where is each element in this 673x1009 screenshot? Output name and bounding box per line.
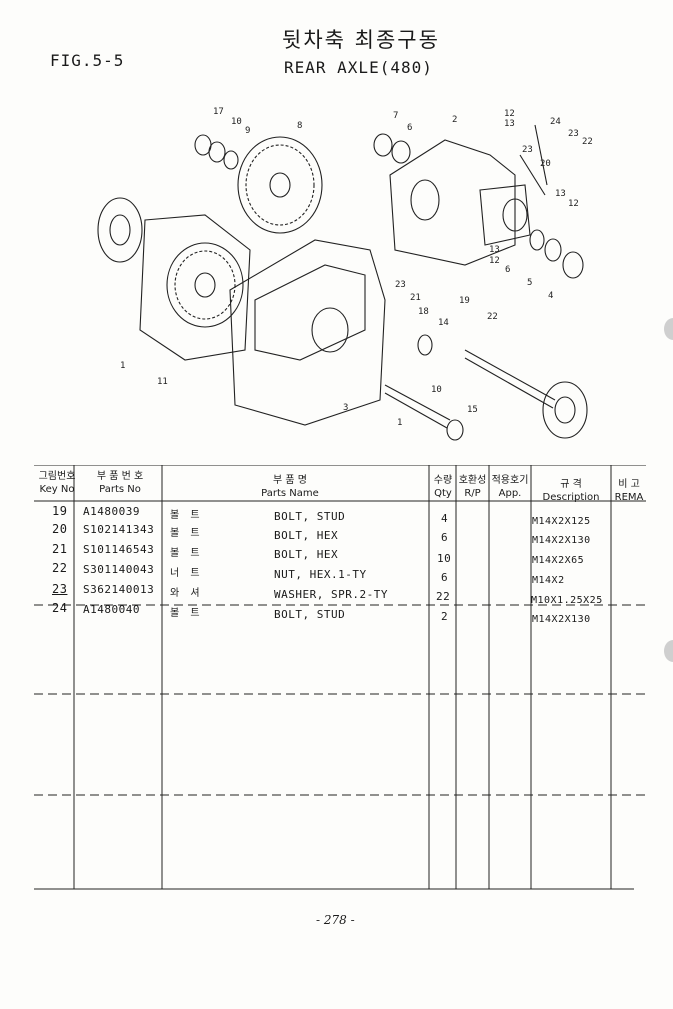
quantity: 4 [441, 512, 449, 525]
part-number: A1480039 [83, 505, 140, 518]
svg-text:3: 3 [343, 403, 348, 413]
punch-hole [664, 318, 673, 340]
part-name: WASHER, SPR.2-TY [274, 588, 388, 601]
part-number: S362140013 [83, 583, 155, 596]
key-no: 24 [52, 601, 68, 615]
korean-name: 볼 트 [170, 510, 204, 521]
description: M14X2X125 [532, 516, 591, 527]
svg-text:8: 8 [297, 121, 302, 131]
quantity: 10 [437, 552, 452, 565]
svg-text:24: 24 [550, 117, 561, 127]
svg-text:10: 10 [431, 385, 442, 395]
svg-text:18: 18 [418, 307, 429, 317]
key-no: 23 [52, 582, 68, 596]
svg-text:15: 15 [467, 405, 478, 415]
part-name: BOLT, STUD [274, 510, 346, 523]
svg-text:4: 4 [548, 291, 553, 301]
description: M14X2X130 [532, 614, 591, 625]
svg-text:9: 9 [245, 126, 250, 136]
quantity: 22 [436, 590, 451, 603]
punch-hole [664, 640, 673, 662]
svg-text:11: 11 [157, 377, 168, 387]
korean-name: 볼 트 [170, 548, 204, 559]
svg-text:19: 19 [459, 296, 470, 306]
part-name: BOLT, HEX [274, 529, 339, 542]
part-number: S301140043 [83, 563, 155, 576]
korean-name: 와 셔 [170, 588, 204, 599]
svg-text:13: 13 [504, 119, 515, 129]
svg-text:22: 22 [487, 312, 498, 322]
part-name: BOLT, STUD [274, 608, 346, 621]
part-name: NUT, HEX.1-TY [274, 568, 367, 581]
svg-text:14: 14 [438, 318, 449, 328]
svg-text:6: 6 [505, 265, 510, 275]
key-no: 19 [52, 504, 68, 518]
figure-label: FIG.5-5 [50, 51, 125, 70]
page-title-english: REAR AXLE(480) [284, 58, 433, 77]
svg-text:23: 23 [395, 280, 406, 290]
svg-text:1: 1 [397, 418, 402, 428]
svg-text:2: 2 [452, 115, 457, 125]
key-no: 22 [52, 561, 68, 575]
quantity: 2 [441, 610, 449, 623]
korean-name: 볼 트 [170, 528, 204, 539]
svg-text:13: 13 [555, 189, 566, 199]
svg-text:20: 20 [540, 159, 551, 169]
korean-name: 너 트 [170, 568, 204, 579]
svg-text:5: 5 [527, 278, 532, 288]
part-number: S102141343 [83, 523, 155, 536]
svg-text:7: 7 [393, 111, 398, 121]
svg-text:10: 10 [231, 117, 242, 127]
svg-text:12: 12 [489, 256, 500, 266]
quantity: 6 [441, 531, 449, 544]
svg-text:6: 6 [407, 123, 412, 133]
page-number: - 278 - [316, 913, 355, 927]
description: M10X1.25X25 [531, 595, 603, 606]
korean-name: 볼 트 [170, 608, 204, 619]
svg-text:13: 13 [489, 245, 500, 255]
description: M14X2 [532, 575, 565, 586]
svg-text:23: 23 [568, 129, 579, 139]
description: M14X2X130 [532, 535, 591, 546]
key-no: 20 [52, 522, 68, 536]
svg-text:17: 17 [213, 107, 224, 117]
part-number: A1480040 [83, 603, 140, 616]
part-name: BOLT, HEX [274, 548, 339, 561]
svg-text:23: 23 [522, 145, 533, 155]
parts-table-grid [34, 465, 646, 890]
svg-text:1: 1 [120, 361, 125, 371]
key-no: 21 [52, 542, 68, 556]
page-title-korean: 뒷차축 최종구동 [282, 28, 440, 52]
svg-text:12: 12 [504, 109, 515, 119]
part-number: S101146543 [83, 543, 155, 556]
svg-text:22: 22 [582, 137, 593, 147]
svg-text:12: 12 [568, 199, 579, 209]
quantity: 6 [441, 571, 449, 584]
description: M14X2X65 [532, 555, 585, 566]
svg-text:21: 21 [410, 293, 421, 303]
